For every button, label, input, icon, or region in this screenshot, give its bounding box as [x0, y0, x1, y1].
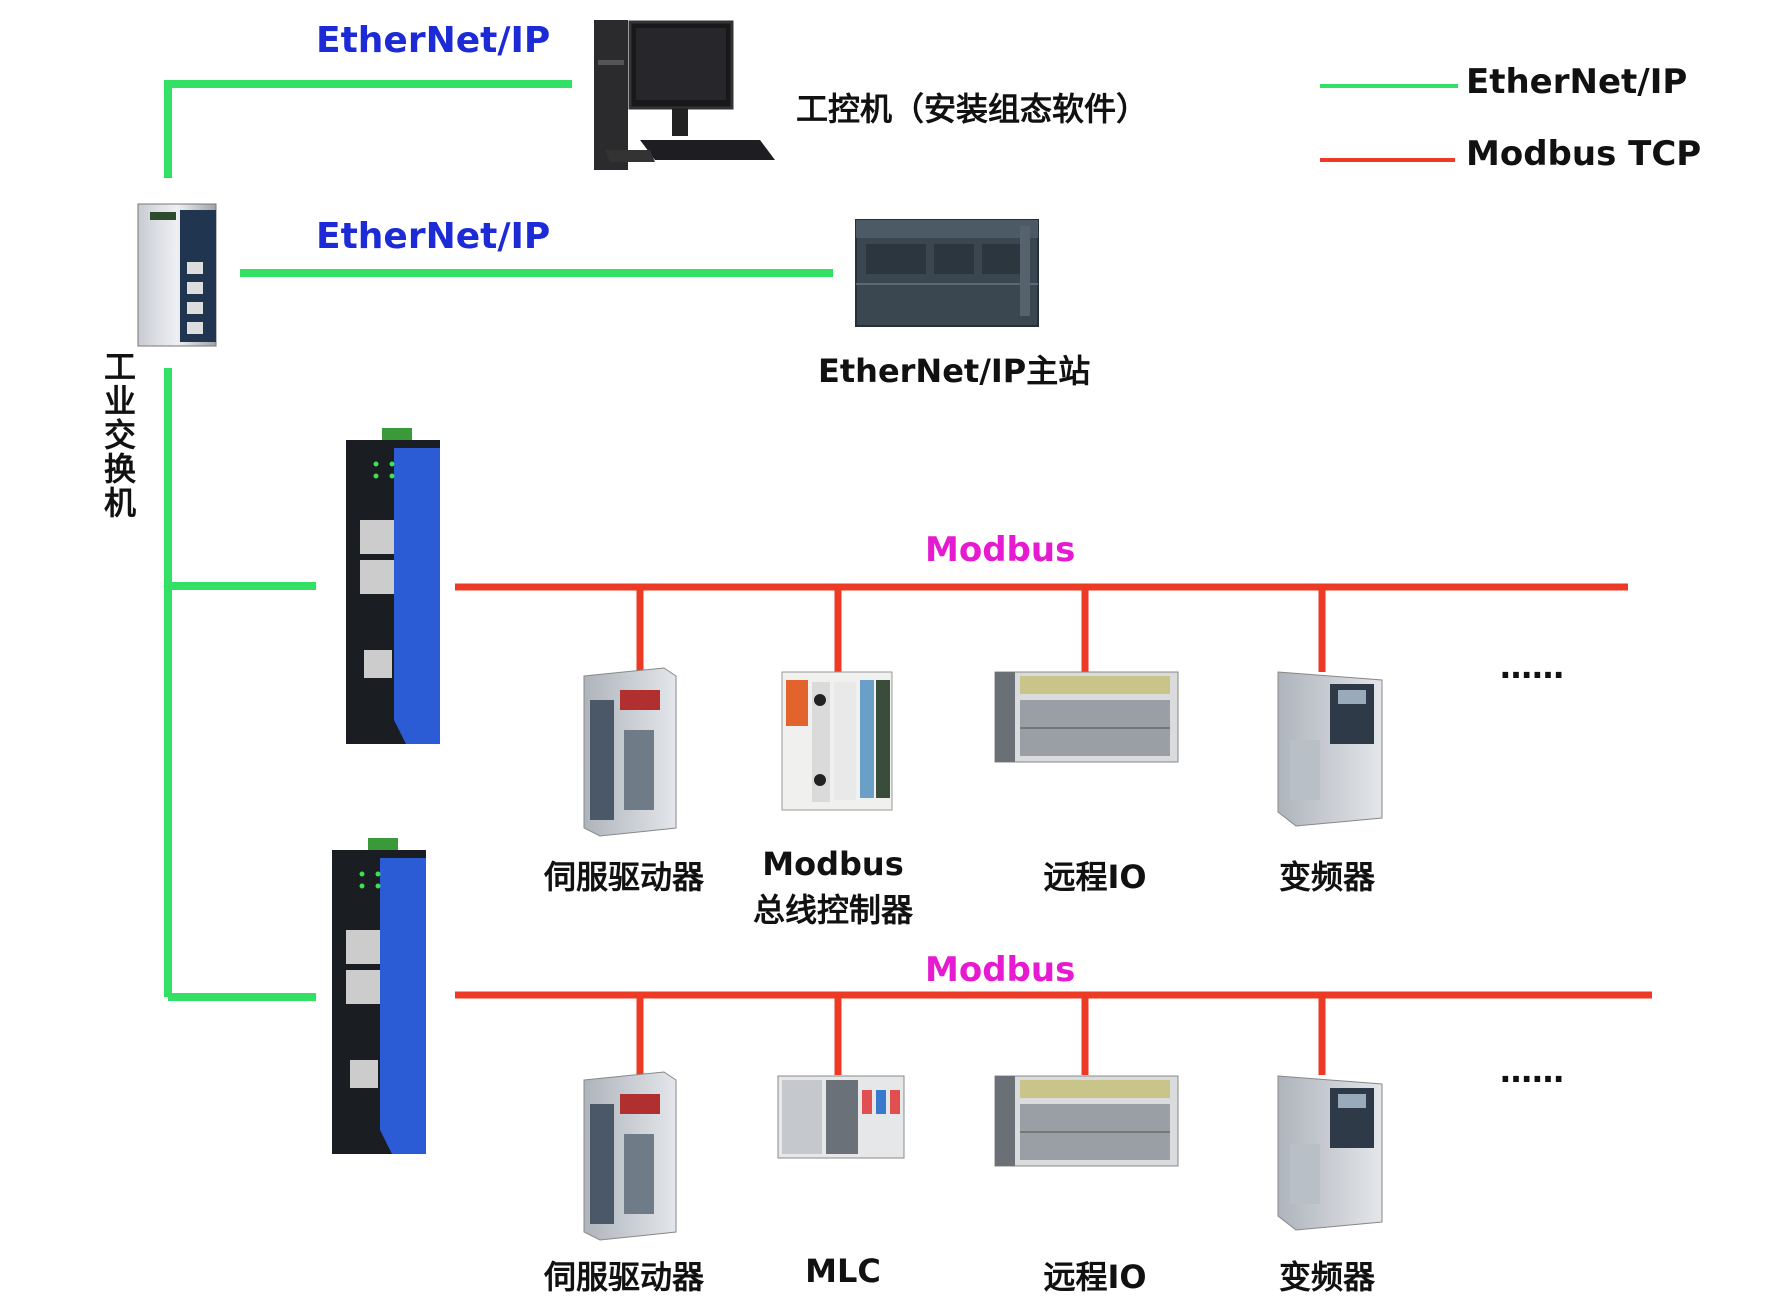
more-devices-2: …… — [1500, 1052, 1564, 1090]
switch-label-char: 机 — [103, 484, 136, 522]
master-label: EtherNet/IP主站 — [818, 352, 1091, 390]
ipc-label: 工控机（安装组态软件） — [796, 90, 1149, 128]
switch-label-char: 业 — [103, 382, 136, 420]
switch-label: 工 业 交 换 机 — [100, 350, 140, 520]
servo-drive-2-icon — [583, 1071, 677, 1241]
gateway-1-icon — [346, 428, 440, 744]
remote-io-1-label: 远程IO — [1043, 858, 1147, 896]
switch-label-char: 换 — [103, 450, 136, 488]
servo-drive-1-label: 伺服驱动器 — [544, 858, 705, 896]
inverter-1-label: 变频器 — [1278, 858, 1375, 896]
ethernet-link-ipc — [164, 80, 572, 178]
remote-io-1-icon — [994, 671, 1179, 763]
more-devices-1: …… — [1500, 648, 1564, 686]
ethernet-lines — [164, 80, 833, 1001]
legend-ethernet-label: EtherNet/IP — [1466, 62, 1688, 102]
servo-drive-1-icon — [583, 667, 677, 837]
bus-controller-icon — [781, 671, 893, 811]
switch-label-char: 工 — [103, 348, 136, 386]
mlc-label: MLC — [805, 1252, 881, 1290]
plc-master-icon — [855, 219, 1039, 327]
industrial-switch-icon — [137, 203, 217, 347]
modbus-bus-2 — [455, 991, 1652, 1075]
remote-io-2-icon — [994, 1075, 1179, 1167]
modbus-bus-1-label: Modbus — [925, 530, 1076, 570]
servo-drive-2-label: 伺服驱动器 — [544, 1258, 705, 1296]
modbus-bus-1 — [455, 583, 1628, 672]
mlc-icon — [777, 1075, 905, 1159]
bus-controller-label-line2: 总线控制器 — [752, 891, 913, 929]
modbus-bus-2-label: Modbus — [925, 950, 1076, 990]
inverter-2-label: 变频器 — [1278, 1258, 1375, 1296]
switch-label-char: 交 — [103, 416, 136, 454]
inverter-1-icon — [1277, 671, 1383, 827]
inverter-2-icon — [1277, 1075, 1383, 1231]
gateway-2-icon — [332, 838, 426, 1154]
bus-controller-label-line1: Modbus — [762, 845, 904, 883]
legend-modbus-label: Modbus TCP — [1466, 134, 1702, 174]
ethernet-ip-label-master: EtherNet/IP — [316, 216, 551, 257]
industrial-pc-icon — [594, 20, 775, 170]
ethernet-ip-label-top: EtherNet/IP — [316, 20, 551, 61]
remote-io-2-label: 远程IO — [1043, 1258, 1147, 1296]
